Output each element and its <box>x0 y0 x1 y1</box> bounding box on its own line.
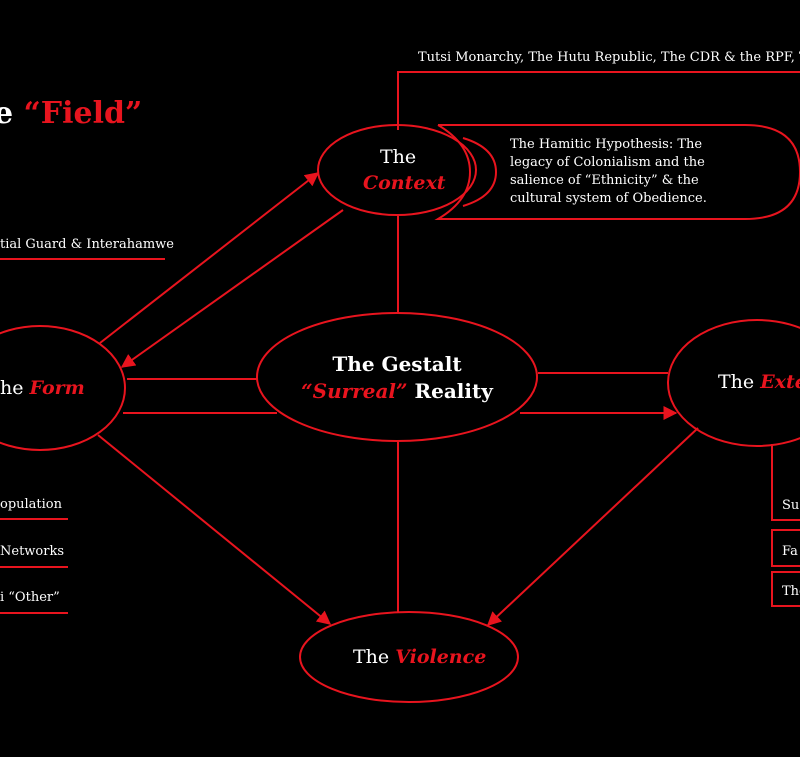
population-label: opulation <box>0 497 63 512</box>
gestalt-line-2: “Surreal” Reality <box>300 379 494 403</box>
form-label: he Form <box>0 377 85 399</box>
context-description: The Hamitic Hypothesis: The legacy of Co… <box>510 137 707 206</box>
other-label: i “Other” <box>0 590 60 605</box>
violence-label: The Violence <box>353 646 486 668</box>
guard-label: tial Guard & Interahamwe <box>0 237 174 252</box>
context-node <box>317 124 477 216</box>
title-highlight: “Field” <box>23 96 143 131</box>
external-word: The <box>718 371 761 393</box>
external-list-item-2: Fa <box>782 544 798 559</box>
external-list-item-3: The <box>782 584 800 599</box>
context-word: The <box>380 146 417 168</box>
gestalt-rest: Reality <box>407 379 493 403</box>
gestalt-line-1: The Gestalt <box>332 352 462 376</box>
form-highlight: Form <box>29 377 85 399</box>
context-highlight: Context <box>363 172 446 194</box>
form-context-arrow <box>99 172 320 344</box>
title-prefix: e <box>0 96 14 131</box>
external-label: The Exter <box>718 371 800 393</box>
gestalt-node <box>256 312 538 442</box>
context-callout-inner <box>462 137 498 207</box>
form-word: he <box>0 377 30 399</box>
external-highlight: Exter <box>760 371 800 393</box>
form-node <box>0 325 126 451</box>
context-form-arrow <box>120 209 344 368</box>
networks-label: Networks <box>0 544 65 559</box>
page-title: e “Field” <box>0 96 142 131</box>
external-list-box-2 <box>771 529 800 567</box>
external-list-bracket <box>771 444 800 521</box>
external-list-box-3 <box>771 571 800 607</box>
violence-word: The <box>353 646 396 668</box>
external-violence-arrow <box>486 427 699 626</box>
context-callout-box <box>434 124 800 220</box>
context-banner-text: Tutsi Monarchy, The Hutu Republic, The C… <box>418 50 800 65</box>
form-violence-arrow <box>97 434 332 625</box>
context-banner-connector <box>397 71 800 130</box>
external-node <box>667 319 800 447</box>
violence-highlight: Violence <box>395 646 487 668</box>
violence-node <box>299 611 519 703</box>
gestalt-highlight: “Surreal” <box>301 379 408 403</box>
external-list-item-1: Su <box>782 498 800 513</box>
